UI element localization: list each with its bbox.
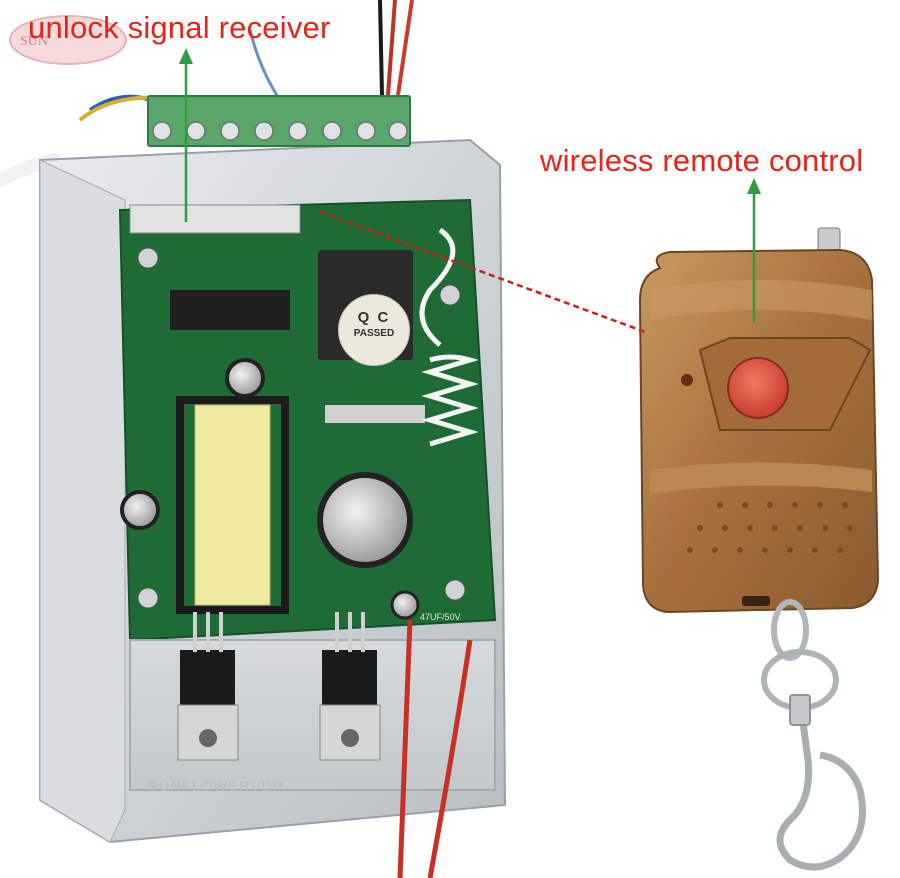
transformer-frame [176,396,289,614]
mounting-screw-4 [439,284,461,306]
electrolytic-cap-left [120,490,160,530]
qc-sticker-status: PASSED [353,328,395,339]
wire-black [378,0,384,96]
wire-red-top2 [396,0,414,96]
mounting-screw-3 [444,579,466,601]
link-dashed-line [319,210,649,335]
remote-arrow [747,178,761,322]
remote-annotation-label: wireless remote control [540,143,864,178]
qc-sticker: Q C PASSED [338,294,410,366]
keyring-slot [742,596,770,606]
regulator-left [177,612,239,761]
mounting-screw-2 [137,587,159,609]
receiver-unit [0,0,507,878]
brand-logo: SUN [9,15,127,65]
speaker-holes [687,502,853,553]
heat-slot [325,405,425,423]
ic-chip [170,290,290,330]
wire-red-bottom-2 [427,639,473,878]
case-engraving: SUNFLOWERVDP [148,778,284,794]
red-button [727,357,789,419]
transformer-core [194,404,271,606]
receiver-annotation-label: unlock signal receiver [28,10,331,45]
svg-text:SUN: SUN [20,34,48,49]
wire-red-bottom-1 [397,619,413,878]
qc-sticker-title: Q C [357,309,391,326]
electrolytic-cap-small [225,358,265,398]
case-inner-left [39,159,126,843]
remote-top-band [650,280,872,320]
remote-control [638,227,880,614]
capacitor-rating: 47UF/50V [420,612,461,622]
wire-multi [248,29,282,101]
electrolytic-cap-large [317,472,413,568]
terminal-screws [152,121,408,141]
mounting-screw-1 [137,247,159,269]
receiver-arrow [179,48,193,222]
wire-red-top [386,0,397,96]
antenna-coil [419,227,479,447]
regulator-right [319,612,381,761]
keychain [761,599,866,871]
terminal-block [147,95,411,147]
pin-header [129,204,301,234]
electrolytic-cap-bottom [390,590,420,620]
remote-lower-band [650,462,872,494]
led-indicator [681,374,693,386]
